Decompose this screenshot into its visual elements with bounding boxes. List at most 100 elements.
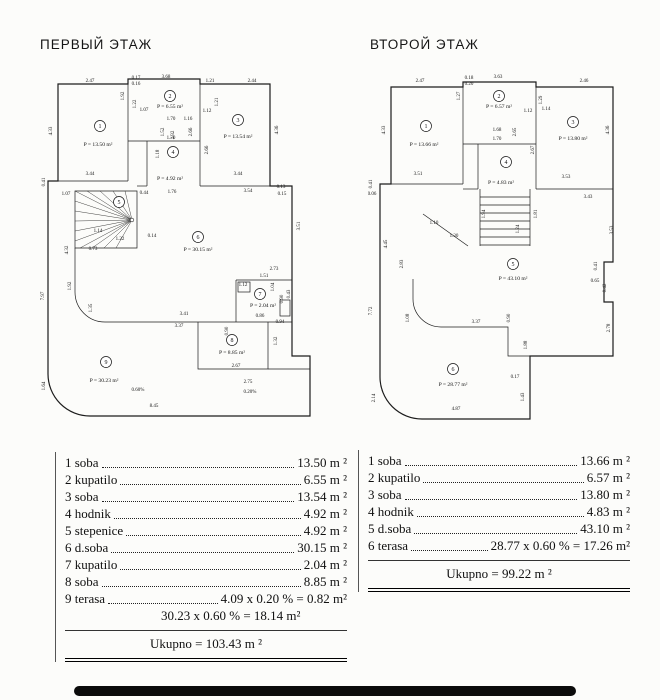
dimension-label: 2.44 bbox=[248, 79, 257, 84]
legend-room-name: 6 d.soba bbox=[65, 540, 109, 555]
dimension-label: 0.42 bbox=[603, 283, 608, 292]
dimension-label: 1.52 bbox=[161, 127, 166, 136]
dimension-label: 1.92 bbox=[68, 281, 73, 290]
dimension-label: 1.88 bbox=[524, 340, 529, 349]
dimension-label: 0.43 bbox=[287, 289, 292, 298]
dimension-label: 3.37 bbox=[472, 320, 481, 325]
room-label: 5 bbox=[113, 196, 125, 208]
first-floor-title: ПЕРВЫЙ ЭТАЖ bbox=[40, 37, 153, 52]
dimension-label: 4.87 bbox=[452, 407, 461, 412]
dimension-label: 1.64 bbox=[42, 381, 47, 390]
dimension-label: 1.30 bbox=[450, 234, 459, 239]
dimension-label: 0.06 bbox=[368, 192, 377, 197]
dimension-label: 0.65 bbox=[591, 279, 600, 284]
dimension-label: 0.14 bbox=[148, 234, 157, 239]
dimension-label: 4.45 bbox=[384, 239, 389, 248]
svg-text:P = 2.04 m²: P = 2.04 m² bbox=[250, 303, 276, 309]
dimension-label: 1.04 bbox=[271, 282, 276, 291]
svg-text:P = 13.54 m²: P = 13.54 m² bbox=[224, 134, 253, 140]
dimension-label: 1.70 bbox=[167, 117, 176, 122]
room-label: 3 P = 13.54 m² bbox=[224, 114, 253, 140]
legend-room-name: 2 kupatilo bbox=[65, 472, 118, 487]
dimension-label: 2.67 bbox=[531, 145, 536, 154]
dimension-label: 0.86 bbox=[256, 314, 265, 319]
double-rule bbox=[65, 658, 347, 662]
dimension-label: 3.53 bbox=[610, 225, 615, 234]
svg-text:2: 2 bbox=[498, 94, 501, 100]
dimension-label: 0.15 bbox=[278, 192, 287, 197]
dimension-label: 1.43 bbox=[521, 392, 526, 401]
dimension-label: 1.27 bbox=[457, 91, 462, 100]
legend-room-name: 3 soba bbox=[65, 489, 99, 504]
dimension-label: 1.76 bbox=[168, 190, 177, 195]
room-label: 5P = 43.10 m² bbox=[499, 258, 528, 282]
dimension-label: 1.22 bbox=[133, 99, 138, 108]
svg-text:P = 4.92 m²: P = 4.92 m² bbox=[157, 176, 183, 182]
second-floor-title: ВТОРОЙ ЭТАЖ bbox=[370, 37, 479, 52]
svg-text:8: 8 bbox=[231, 338, 234, 344]
dimension-label: 1.70 bbox=[493, 137, 502, 142]
dimension-label: 1.18 bbox=[156, 149, 161, 158]
dimension-label: 1.22 bbox=[116, 237, 125, 242]
dotted-leader bbox=[404, 499, 578, 500]
room-label: 1P = 13.50 m² bbox=[84, 120, 113, 148]
svg-text:2: 2 bbox=[169, 94, 172, 100]
outer-wall bbox=[379, 81, 614, 420]
dimension-label: 3.43 bbox=[584, 195, 593, 200]
dimension-label: 1.10 bbox=[430, 221, 439, 226]
dotted-leader bbox=[411, 550, 488, 551]
svg-text:P = 30.15 m²: P = 30.15 m² bbox=[184, 247, 213, 253]
svg-text:1: 1 bbox=[99, 124, 102, 130]
dimension-label: 1.21 bbox=[215, 97, 220, 106]
dotted-leader bbox=[113, 518, 301, 519]
dotted-leader bbox=[101, 501, 295, 502]
dimension-label: 2.67 bbox=[232, 364, 241, 369]
svg-text:4: 4 bbox=[505, 160, 508, 166]
dimension-label: 1.70 bbox=[167, 136, 176, 141]
room-label: 2P = 6.55 m² bbox=[157, 90, 183, 110]
dotted-leader bbox=[120, 484, 301, 485]
dimension-label: 1.92 bbox=[121, 91, 126, 100]
dimension-label: 3.54 bbox=[244, 189, 253, 194]
room-label: 4P = 4.83 m² bbox=[488, 156, 514, 186]
svg-text:5: 5 bbox=[118, 200, 121, 206]
double-rule bbox=[368, 588, 630, 592]
dimension-label: 1.24 bbox=[516, 224, 521, 233]
legend-room-name: 2 kupatilo bbox=[368, 470, 421, 485]
dimension-label: 0.18 bbox=[465, 76, 474, 81]
legend-room-area: 8.85 m ² bbox=[303, 574, 347, 589]
svg-text:P = 13.66 m²: P = 13.66 m² bbox=[410, 142, 439, 148]
dotted-leader bbox=[404, 465, 578, 466]
dimension-label: 3.51 bbox=[297, 221, 302, 230]
spiral-staircase bbox=[74, 190, 135, 249]
dimension-label: 0.90 bbox=[507, 313, 512, 322]
svg-text:3: 3 bbox=[237, 118, 240, 124]
legend-room-name: 5 d.soba bbox=[368, 521, 412, 536]
legend-room-area: 4.92 m ² bbox=[303, 506, 347, 521]
dimension-label: 4.33 bbox=[382, 125, 387, 134]
dimension-label: 1.81 bbox=[534, 209, 539, 218]
dotted-leader bbox=[111, 552, 295, 553]
dimension-label: 3.63 bbox=[494, 75, 503, 80]
svg-text:P = 6.57 m²: P = 6.57 m² bbox=[486, 104, 512, 110]
inner-walls bbox=[391, 82, 613, 357]
dimension-label: 1.21 bbox=[206, 79, 215, 84]
dimension-label: 2.47 bbox=[416, 79, 425, 84]
dimension-label: 2.66 bbox=[189, 127, 194, 136]
dimension-label: 0.20 bbox=[465, 82, 474, 87]
dimension-label: 1.29 bbox=[539, 95, 544, 104]
svg-text:5: 5 bbox=[512, 262, 515, 268]
dimension-label: 0.17 bbox=[132, 76, 141, 81]
dimension-label: 1.07 bbox=[62, 192, 71, 197]
